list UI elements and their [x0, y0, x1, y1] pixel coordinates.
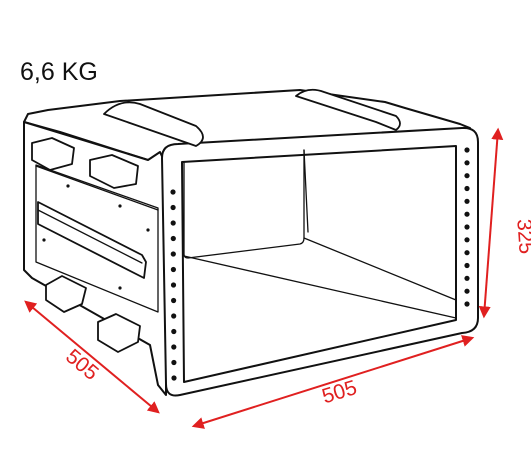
rack-hole-right	[464, 185, 470, 192]
rack-hole-right	[464, 198, 470, 204]
rack-hole-right	[464, 211, 470, 217]
rack-hole-right	[464, 250, 470, 256]
rack-hole-right	[464, 160, 470, 166]
rack-hole-left	[170, 204, 176, 211]
rack-hole-left	[170, 220, 176, 226]
rack-hole-left	[170, 266, 176, 273]
width-arrow	[191, 335, 475, 429]
width-label: 505	[319, 376, 359, 408]
height-arrow	[478, 127, 504, 319]
right-rack-rail-holes	[464, 147, 470, 307]
rack-hole-left	[171, 297, 177, 304]
height-dimension: 325	[478, 127, 531, 319]
top-handle-right	[295, 88, 401, 131]
depth-label: 505	[61, 345, 103, 385]
side-rail-upper	[37, 201, 147, 279]
left-rack-rail-holes	[170, 189, 177, 381]
rack-hole-left	[171, 344, 177, 350]
rack-hole-right	[464, 147, 470, 153]
corner-block-2	[89, 154, 139, 189]
weight-label: 6,6 KG	[20, 58, 98, 86]
rack-hole-right	[464, 262, 470, 269]
rack-hole-right	[464, 275, 470, 281]
corner-block-1	[31, 137, 75, 171]
depth-arrow	[24, 300, 160, 414]
rack-hole-right	[464, 173, 470, 179]
rack-hole-left	[171, 359, 177, 366]
rack-hole-left	[170, 251, 176, 257]
rack-hole-right	[464, 237, 470, 243]
rack-hole-left	[171, 313, 177, 319]
rack-hole-right	[464, 224, 470, 230]
top-handle-left	[103, 101, 204, 147]
rack-hole-left	[171, 328, 177, 335]
rack-hole-left	[171, 375, 177, 381]
rack-hole-right	[464, 301, 470, 307]
front-opening	[181, 145, 457, 383]
rack-hole-right	[464, 288, 470, 294]
height-label: 325	[512, 218, 531, 255]
rack-hole-left	[170, 189, 176, 195]
rack-hole-left	[170, 282, 177, 288]
rack-case	[23, 88, 479, 397]
rack-hole-left	[170, 235, 176, 242]
